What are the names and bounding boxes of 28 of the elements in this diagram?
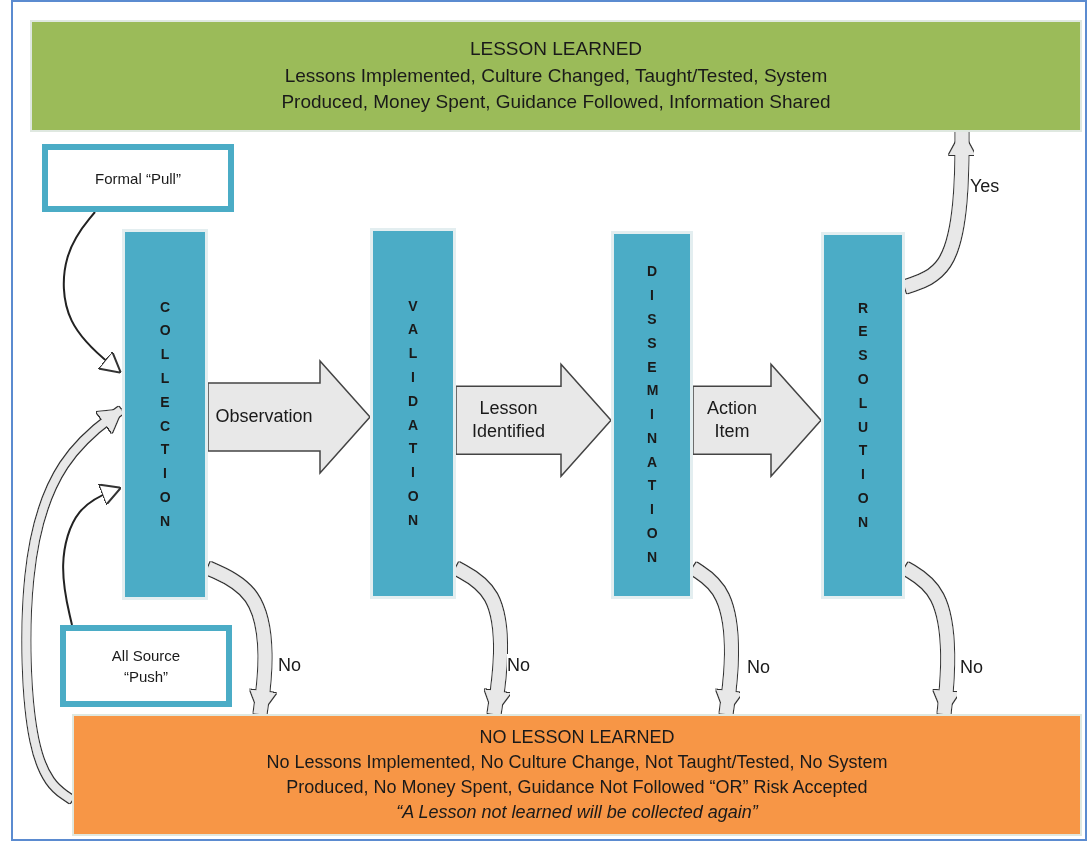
edge-label: Observation xyxy=(214,405,314,429)
banner-heading: LESSON LEARNED xyxy=(469,37,643,62)
source-box xyxy=(42,144,234,212)
source-label: All Source “Push” xyxy=(110,646,182,687)
stage-label: COLLECTION xyxy=(159,297,171,531)
block-arrow xyxy=(455,362,612,479)
source-box xyxy=(60,625,232,707)
edge-label: Action Item xyxy=(706,396,758,444)
banner-text: Lessons Implemented, Culture Changed, Taught/Tested, System Produced, Money Spent, Guidance Followed, Information Shared xyxy=(280,63,832,115)
stage-label: VALIDATION xyxy=(407,296,419,530)
stage-bar xyxy=(821,232,905,599)
block-arrow xyxy=(207,359,371,475)
stage-label: RESOLUTION xyxy=(857,298,869,532)
banner-text: No Lessons Implemented, No Culture Change, Not Taught/Tested, No System Produced, No Money Spent, Guidance Not Followed “OR” Risk Accepted xyxy=(265,750,889,799)
curved-arrow xyxy=(62,483,122,626)
curved-arrow xyxy=(22,406,124,804)
curved-arrow xyxy=(62,211,122,374)
stage-bar xyxy=(611,231,693,599)
banner-heading: NO LESSON LEARNED xyxy=(479,725,675,749)
edge-label: Lesson Identified xyxy=(470,396,547,444)
banner-quote: “A Lesson not learned will be collected again” xyxy=(396,801,758,825)
stage-bar xyxy=(122,229,208,600)
outcome-banner xyxy=(72,714,1082,836)
stage-bar xyxy=(370,228,456,599)
block-arrow xyxy=(692,362,822,479)
outcome-banner xyxy=(30,20,1082,132)
stage-label: DISSEMINATION xyxy=(646,262,658,567)
source-label: Formal “Pull” xyxy=(95,168,181,189)
